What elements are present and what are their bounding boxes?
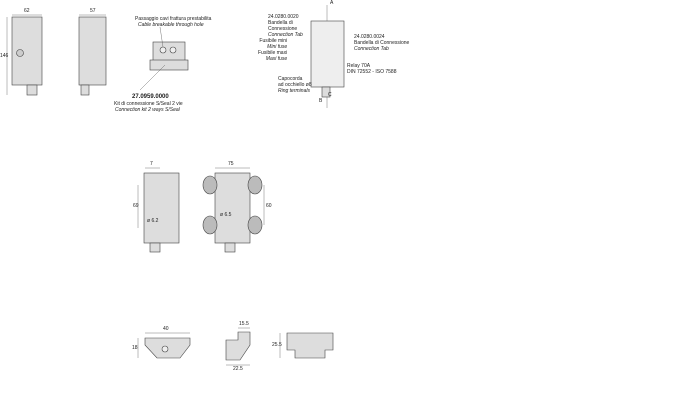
dim-width-side: 57: [90, 8, 96, 14]
dim-height: 146: [0, 53, 9, 59]
relay-name: Relay 70A: [347, 63, 371, 69]
dim-top-width: 15.5: [239, 321, 249, 327]
tab1-code: 24.0280.0020: [268, 14, 299, 20]
tab1-en: Connection Tab: [268, 32, 303, 38]
kit-it: Kit di connessione S/Seal 2 vie: [114, 101, 183, 107]
bracket-top: [286, 332, 334, 359]
callout-en: Cable breakable through hole: [138, 22, 204, 28]
kit-en: Connection kit 2 ways S/Seal: [115, 107, 180, 113]
bracket-side: [225, 331, 251, 361]
dim-width-right: 75: [228, 161, 234, 167]
mount-left: [143, 172, 180, 244]
dim-bottom-width: 22.5: [233, 366, 243, 372]
mount-right: [214, 172, 251, 244]
relay-standard: DIN 72552 - ISO 7588: [347, 69, 397, 75]
dim-hole-spacing-left: 69: [133, 203, 139, 209]
label-a: A: [330, 0, 334, 6]
tab1-it: Bandella di: [268, 20, 293, 26]
ring-it2: ad occhiello ø8: [278, 82, 312, 88]
tab2-code: 24.0280.0024: [354, 34, 385, 40]
tab2-it: Bandella di Connessione: [354, 40, 410, 46]
front-view: [11, 16, 43, 86]
schematic-box: [310, 20, 345, 88]
label-b: B: [319, 98, 323, 104]
dim-bracket-height: 18: [132, 345, 138, 351]
dim-hole-spacing-right: 60: [266, 203, 272, 209]
dim-offset: 7: [150, 161, 153, 167]
connector-view: [152, 41, 186, 63]
dim-hole-dia-left: ø 6.2: [147, 218, 159, 224]
callout-it: Passaggio cavi frattura prestabilita: [135, 16, 212, 22]
fuse-maxi-en: Maxi fuse: [265, 56, 288, 62]
dim-width-front: 62: [24, 8, 30, 14]
dim-bracket-width: 40: [163, 326, 169, 332]
tab1-it2: Connessione: [268, 26, 298, 32]
side-view: [78, 16, 107, 86]
fuse-mini-en: Mini fuse: [267, 44, 288, 50]
tab2-en: Connection Tab: [354, 46, 389, 52]
dim-hole-dia-right: ø 6.5: [220, 212, 232, 218]
part-number: 27.0959.0000: [132, 94, 169, 100]
fuse-mini-it: Fusibile mini: [259, 38, 288, 44]
ring-it: Capocorda: [278, 76, 303, 82]
dim-side-height: 25.5: [272, 342, 282, 348]
fuse-maxi-it: Fusibile maxi: [258, 50, 288, 56]
label-c: C: [328, 92, 332, 98]
ring-en: Ring terminals: [278, 88, 310, 94]
